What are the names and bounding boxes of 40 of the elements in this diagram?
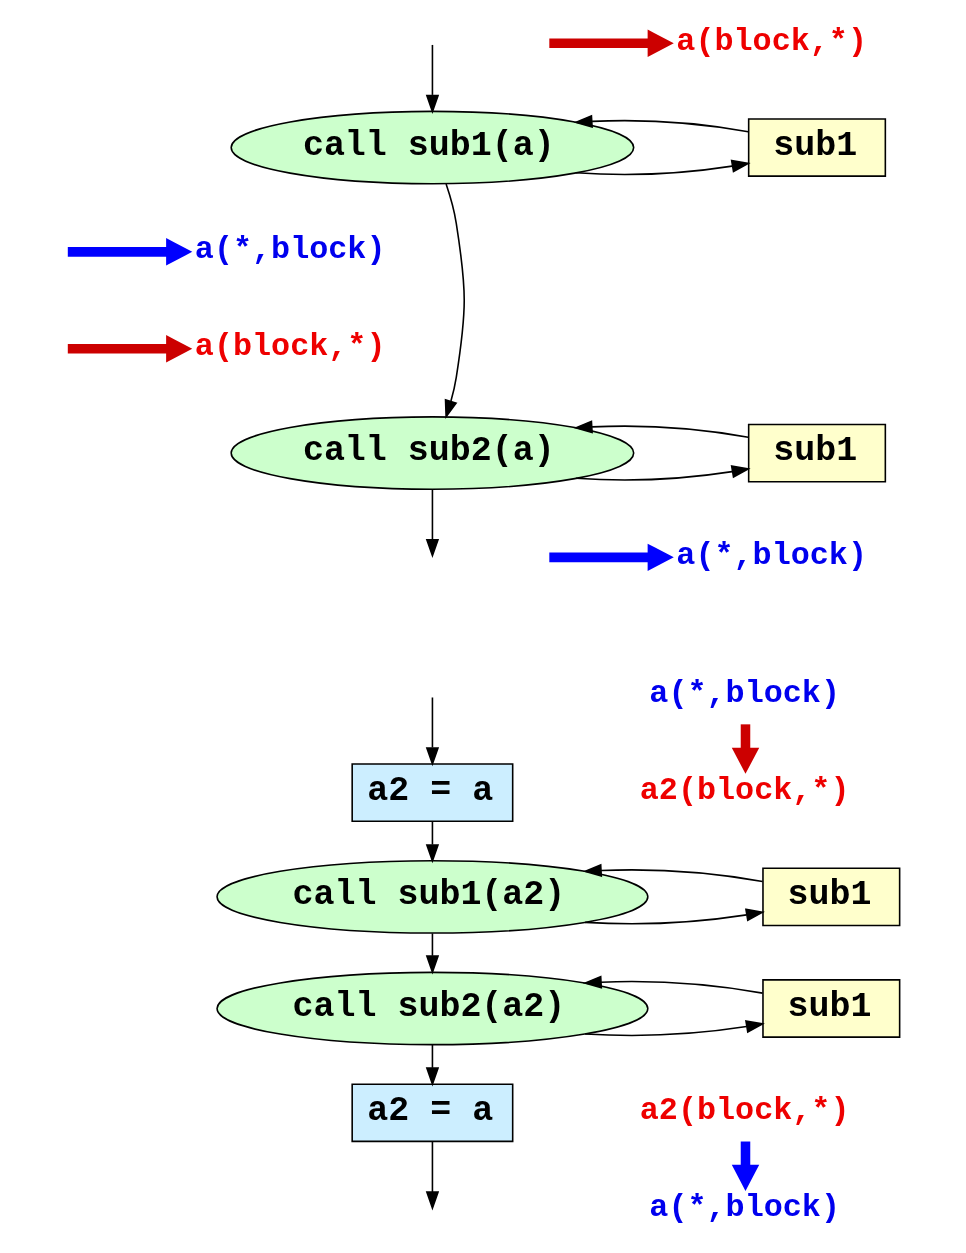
node-text: a(block,*) (676, 23, 867, 60)
arrow (582, 975, 764, 994)
node-box: a2 = a (351, 763, 514, 822)
arrow (575, 159, 751, 176)
node-box: sub1 (762, 867, 901, 927)
arrow (67, 335, 193, 363)
arrow (425, 696, 440, 767)
node-box: sub1 (747, 118, 887, 177)
node-text: a2(block,*) (639, 772, 850, 809)
arrow (549, 543, 674, 572)
node-text: a(block,*) (194, 329, 386, 366)
arrow (731, 1141, 760, 1191)
arrow (425, 1044, 440, 1087)
node-text: a(*,block) (676, 537, 867, 574)
arrow (549, 29, 674, 57)
arrow (425, 820, 440, 864)
arrow (425, 932, 440, 975)
node-ellipse: call sub2(a2) (216, 971, 649, 1046)
arrow (575, 465, 751, 481)
arrow (582, 863, 764, 883)
node-ellipse: call sub1(a) (230, 110, 635, 185)
arrow (425, 44, 440, 114)
arrow (573, 420, 750, 439)
arrow (425, 488, 440, 559)
node-box: sub1 (747, 423, 887, 483)
arrow (584, 908, 765, 925)
node-box: sub1 (762, 979, 901, 1038)
node-text: a2(block,*) (639, 1093, 850, 1130)
arrow (425, 1140, 440, 1211)
arrow (573, 114, 750, 133)
node-text: a(*,block) (649, 1190, 840, 1227)
arrow (67, 238, 193, 266)
node-ellipse: call sub2(a) (230, 416, 635, 491)
arrow (584, 1020, 765, 1037)
arrow (444, 183, 466, 419)
node-text: a(*,block) (194, 232, 386, 269)
node-ellipse: call sub1(a2) (216, 859, 649, 934)
arrow (731, 724, 760, 774)
node-text: a(*,block) (649, 675, 840, 712)
node-box: a2 = a (351, 1083, 514, 1143)
